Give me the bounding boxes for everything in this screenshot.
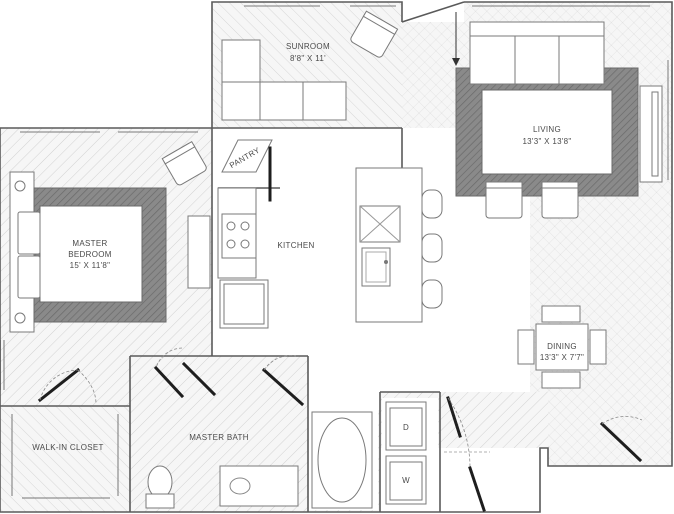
closet-shelving (11, 414, 119, 499)
sunroom-size: 8'8" X 11' (290, 54, 326, 63)
laundry (385, 401, 427, 505)
master-bedroom-label-1: MASTER (72, 239, 107, 248)
dining-table (517, 305, 607, 389)
bedroom-furniture (9, 140, 211, 333)
living-furniture (452, 12, 663, 219)
dining-label: DINING (547, 342, 577, 351)
master-bedroom-label-2: BEDROOM (68, 250, 111, 259)
master-bedroom-size: 15' X 11'8" (70, 261, 111, 270)
sunroom-label: SUNROOM (286, 42, 330, 51)
bath-fixtures (145, 411, 373, 509)
living-size: 13'3" X 13'8" (522, 137, 571, 146)
master-bath-label: MASTER BATH (189, 433, 249, 442)
dryer-label: D (403, 423, 409, 432)
washer-label: W (402, 476, 410, 485)
kitchen-fixtures (217, 139, 443, 329)
kitchen-label: KITCHEN (277, 241, 314, 250)
living-label: LIVING (533, 125, 561, 134)
walk-in-closet-label: WALK-IN CLOSET (32, 443, 103, 452)
dining-size: 13'3" X 7'7" (540, 353, 584, 362)
doors (37, 146, 643, 512)
windows (3, 5, 669, 390)
sunroom-furniture (221, 10, 399, 121)
